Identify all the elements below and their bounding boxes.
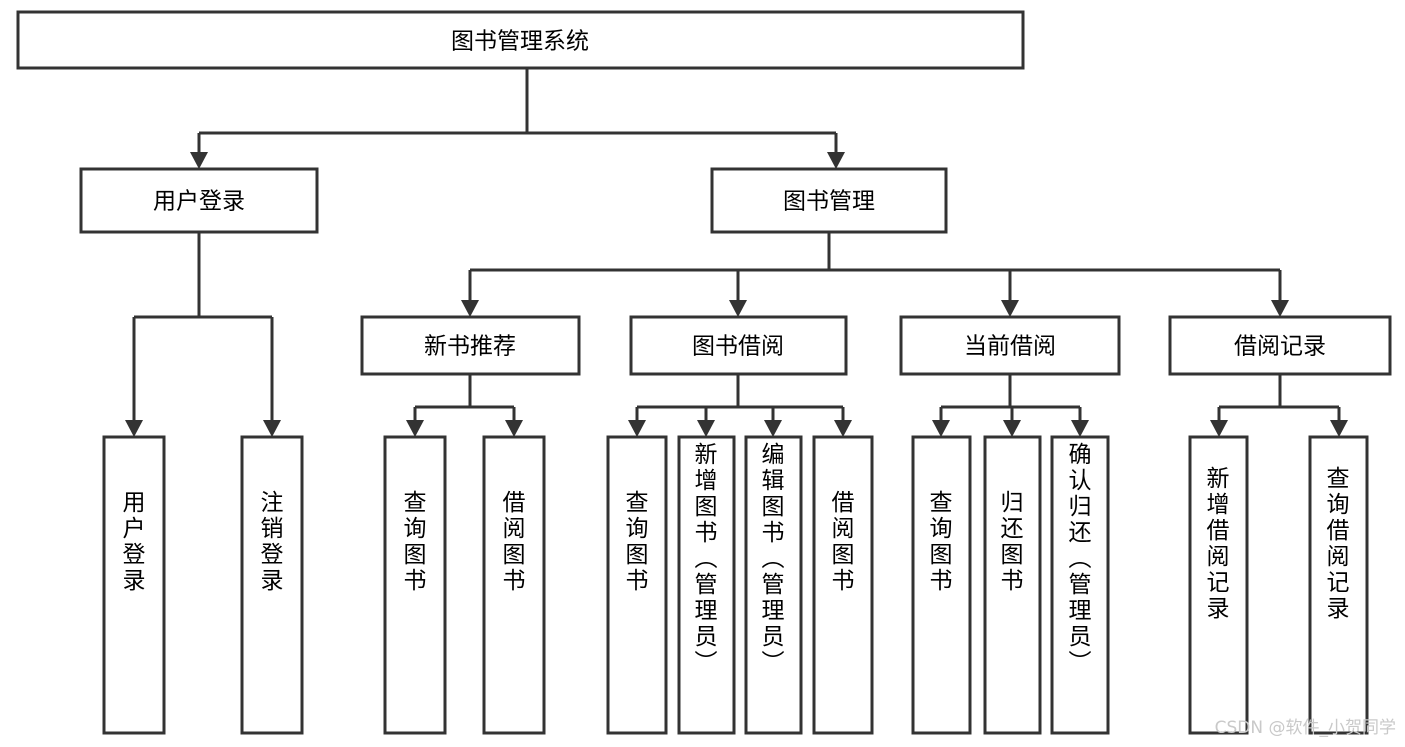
leaf-query-record-box[interactable] bbox=[1308, 435, 1369, 735]
root-label: 图书管理系统 bbox=[451, 29, 589, 55]
node-leaf-user-login[interactable]: 用户登录 bbox=[102, 435, 166, 735]
arrow-currentborrow-to-return-book bbox=[1003, 420, 1021, 437]
borrow-record-box[interactable] bbox=[1168, 315, 1392, 376]
leaf-add-book-box[interactable] bbox=[677, 435, 736, 735]
edge-borrowrecord-to-leaves-bus bbox=[1217, 374, 1341, 420]
node-leaf-query-book-3[interactable]: 查询图书 bbox=[911, 435, 972, 735]
arrow-currentborrow-to-confirm-return bbox=[1071, 420, 1089, 437]
node-leaf-add-book[interactable]: 新增图书︵管理员︶ bbox=[677, 435, 736, 735]
current-borrow-label: 当前借阅 bbox=[964, 334, 1056, 360]
leaf-return-book-label: 归还图书 bbox=[1001, 490, 1024, 594]
user-login-box[interactable] bbox=[79, 167, 319, 234]
node-user-login[interactable]: 用户登录 bbox=[79, 167, 319, 234]
arrow-currentborrow-to-query-book bbox=[932, 420, 950, 437]
leaf-return-book-box[interactable] bbox=[983, 435, 1042, 735]
leaf-query-book-1-label: 查询图书 bbox=[404, 490, 427, 594]
csdn-watermark: CSDN @软件_小贺同学 bbox=[1215, 718, 1396, 738]
node-leaf-edit-book[interactable]: 编辑图书︵管理员︶ bbox=[744, 435, 803, 735]
leaf-query-book-2-box[interactable] bbox=[606, 435, 668, 735]
node-leaf-borrow-book-2[interactable]: 借阅图书 bbox=[812, 435, 874, 735]
leaf-query-book-1-box[interactable] bbox=[383, 435, 447, 735]
new-book-rec-label: 新书推荐 bbox=[424, 334, 516, 360]
leaf-add-book-label: 新增图书︵管理员︶ bbox=[695, 442, 718, 676]
leaf-query-book-3-label: 查询图书 bbox=[930, 490, 953, 594]
node-root[interactable]: 图书管理系统 bbox=[16, 10, 1025, 70]
edge-bookmanage-to-level3-bus bbox=[468, 232, 1282, 300]
user-login-label: 用户登录 bbox=[153, 189, 245, 215]
leaf-user-login-label: 用户登录 bbox=[123, 490, 146, 594]
node-borrow-record[interactable]: 借阅记录 bbox=[1168, 315, 1392, 376]
arrow-bookborrow-to-borrow-book bbox=[834, 420, 852, 437]
arrow-borrowrecord-to-query-record bbox=[1330, 420, 1348, 437]
arrow-bookborrow-to-query-book bbox=[628, 420, 646, 437]
leaf-add-record-label: 新增借阅记录 bbox=[1207, 466, 1230, 622]
leaf-add-record-box[interactable] bbox=[1188, 435, 1249, 735]
leaf-borrow-book-2-label: 借阅图书 bbox=[832, 490, 855, 594]
arrow-to-book-borrow bbox=[729, 300, 747, 317]
node-current-borrow[interactable]: 当前借阅 bbox=[899, 315, 1121, 376]
edge-newbookrec-to-leaves-bus bbox=[413, 374, 516, 420]
edge-bookborrow-to-leaves-bus bbox=[635, 374, 845, 420]
arrow-bookborrow-to-add-book bbox=[697, 420, 715, 437]
node-leaf-query-book-2[interactable]: 查询图书 bbox=[606, 435, 668, 735]
node-book-borrow[interactable]: 图书借阅 bbox=[629, 315, 848, 376]
book-manage-label: 图书管理 bbox=[783, 189, 875, 215]
arrow-userlogin-to-leaf-logout bbox=[263, 420, 281, 437]
connector-layer bbox=[125, 68, 1348, 437]
arrow-borrowrecord-to-add-record bbox=[1210, 420, 1228, 437]
leaf-borrow-book-1-label: 借阅图书 bbox=[503, 490, 526, 594]
book-borrow-box[interactable] bbox=[629, 315, 848, 376]
edge-currentborrow-to-leaves-bus bbox=[939, 374, 1082, 420]
leaf-query-record-label: 查询借阅记录 bbox=[1327, 466, 1350, 622]
node-leaf-logout[interactable]: 注销登录 bbox=[240, 435, 304, 735]
arrow-userlogin-to-leaf-user-login bbox=[125, 420, 143, 437]
arrow-bookborrow-to-edit-book bbox=[764, 420, 782, 437]
arrow-newbookrec-to-query-book bbox=[406, 420, 424, 437]
leaf-confirm-return-label: 确认归还︵管理员︶ bbox=[1069, 442, 1092, 676]
arrow-root-to-book-manage bbox=[827, 152, 845, 169]
node-leaf-borrow-book-1[interactable]: 借阅图书 bbox=[482, 435, 546, 735]
leaf-edit-book-label: 编辑图书︵管理员︶ bbox=[762, 442, 785, 676]
leaf-query-book-2-label: 查询图书 bbox=[626, 490, 649, 594]
leaf-borrow-book-2-box[interactable] bbox=[812, 435, 874, 735]
arrow-to-current-borrow bbox=[1001, 300, 1019, 317]
leaf-borrow-book-1-box[interactable] bbox=[482, 435, 546, 735]
root-box[interactable] bbox=[16, 10, 1025, 70]
node-leaf-return-book[interactable]: 归还图书 bbox=[983, 435, 1042, 735]
node-leaf-add-record[interactable]: 新增借阅记录 bbox=[1188, 435, 1249, 735]
arrow-root-to-user-login bbox=[190, 152, 208, 169]
node-leaf-confirm-return[interactable]: 确认归还︵管理员︶ bbox=[1050, 435, 1110, 735]
leaf-logout-box[interactable] bbox=[240, 435, 304, 735]
new-book-rec-box[interactable] bbox=[360, 315, 581, 376]
leaf-confirm-return-box[interactable] bbox=[1050, 435, 1110, 735]
book-borrow-label: 图书借阅 bbox=[692, 334, 784, 360]
leaf-node-layer: 用户登录 注销登录 查询图书 借阅图书 查询图书 新增图书︵管理员︶ bbox=[102, 435, 1369, 735]
arrow-to-borrow-record bbox=[1271, 300, 1289, 317]
arrow-newbookrec-to-borrow-book bbox=[505, 420, 523, 437]
node-leaf-query-book-1[interactable]: 查询图书 bbox=[383, 435, 447, 735]
current-borrow-box[interactable] bbox=[899, 315, 1121, 376]
node-book-manage[interactable]: 图书管理 bbox=[710, 167, 948, 234]
book-manage-box[interactable] bbox=[710, 167, 948, 234]
arrow-to-new-book-rec bbox=[461, 300, 479, 317]
node-leaf-query-record[interactable]: 查询借阅记录 bbox=[1308, 435, 1369, 735]
node-new-book-rec[interactable]: 新书推荐 bbox=[360, 315, 581, 376]
leaf-query-book-3-box[interactable] bbox=[911, 435, 972, 735]
edge-userlogin-to-leaves-bus bbox=[132, 232, 274, 420]
leaf-edit-book-box[interactable] bbox=[744, 435, 803, 735]
borrow-record-label: 借阅记录 bbox=[1234, 334, 1326, 360]
leaf-user-login-box[interactable] bbox=[102, 435, 166, 735]
leaf-logout-label: 注销登录 bbox=[261, 490, 284, 594]
edge-root-to-level2-bus bbox=[197, 68, 838, 152]
